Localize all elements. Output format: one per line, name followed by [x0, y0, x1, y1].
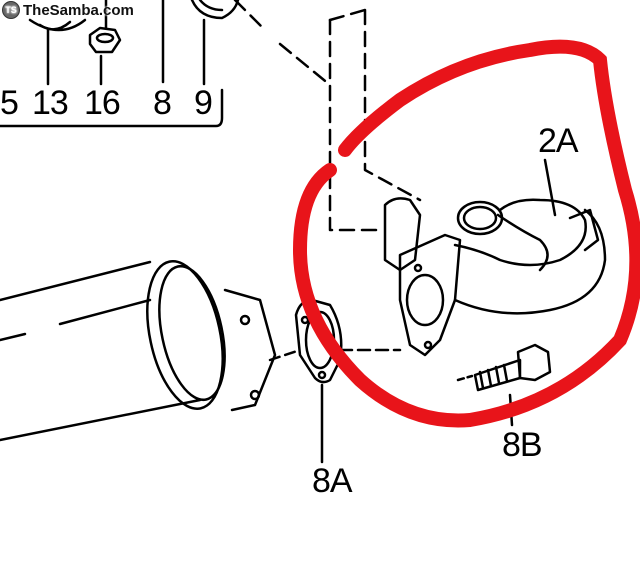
label-8b: 8B: [502, 426, 543, 464]
pipe-flange: [146, 260, 224, 410]
label-13: 13: [32, 84, 69, 122]
part-2a-flange-front: [398, 233, 462, 357]
watermark: TS TheSamba.com: [2, 1, 134, 19]
label-16: 16: [84, 84, 121, 122]
label-8a: 8A: [312, 462, 353, 500]
part-16-nut: [88, 26, 122, 54]
part-9-drawing: [190, 0, 240, 20]
thesamba-logo-icon: TS: [2, 1, 20, 19]
label-8: 8: [153, 84, 172, 122]
label-5: 5: [0, 84, 19, 122]
pipe-body: [0, 260, 152, 302]
red-annotation-circle: [292, 39, 640, 428]
label-2a: 2A: [538, 122, 579, 160]
label-9: 9: [194, 84, 213, 122]
watermark-text: TheSamba.com: [23, 1, 134, 19]
part-2a-flange-rear: [383, 197, 422, 272]
part-13-drawing: [28, 18, 87, 32]
